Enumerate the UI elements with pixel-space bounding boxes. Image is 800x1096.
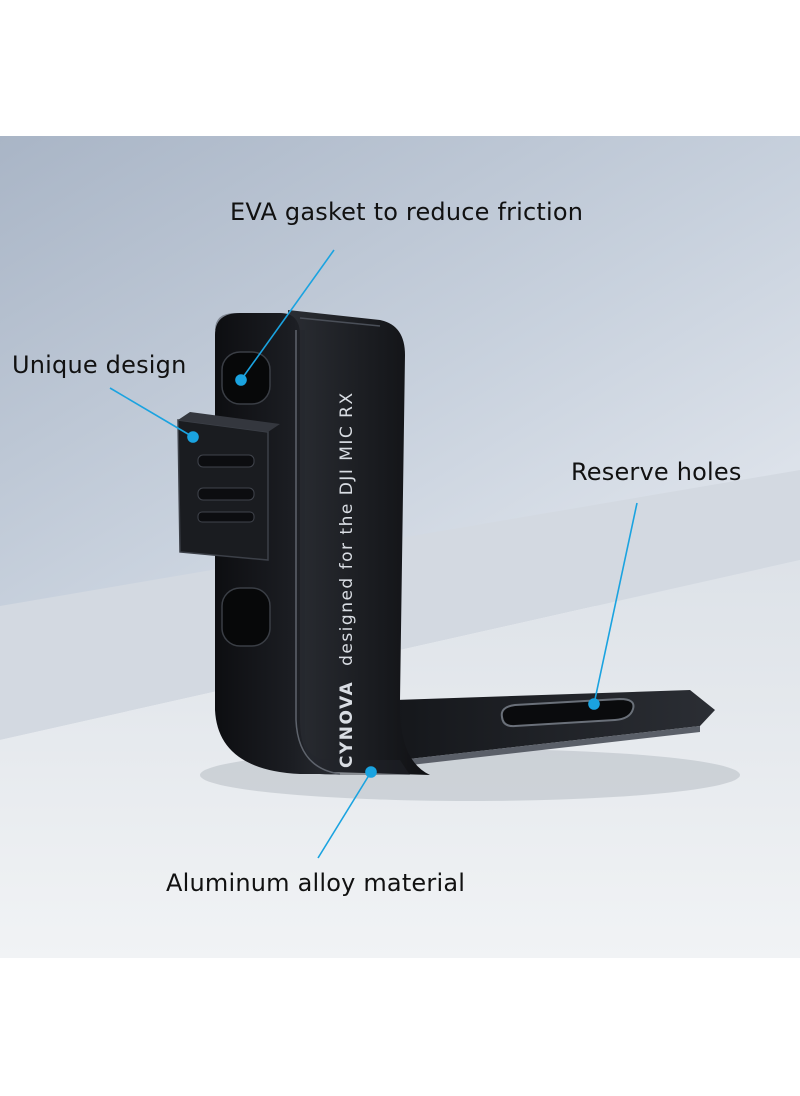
callout-dot-eva — [235, 374, 247, 386]
callout-dot-unique — [187, 431, 199, 443]
callout-line-alloy — [317, 771, 372, 859]
callout-eva-gasket: EVA gasket to reduce friction — [230, 198, 584, 226]
callout-dot-reserve — [588, 698, 600, 710]
callout-dot-alloy — [365, 766, 377, 778]
reserve-hole — [500, 697, 635, 728]
callout-unique-design: Unique design — [12, 351, 187, 379]
callout-line-eva — [240, 249, 335, 381]
callout-line-unique — [109, 387, 194, 438]
engraving: CYNOVA designed for the DJI MIC RX — [337, 391, 357, 768]
engraving-text: designed for the DJI MIC RX — [337, 391, 357, 666]
callout-reserve-holes: Reserve holes — [571, 458, 742, 486]
brand-logo: CYNOVA — [337, 681, 357, 768]
bracket-side — [288, 310, 430, 775]
svg-text:CYNOVA designed for th: CYNOVA designed for the DJI MIC RX — [337, 391, 357, 768]
callout-lines — [109, 249, 638, 859]
bracket-foot — [395, 690, 715, 760]
callout-line-reserve — [593, 502, 638, 705]
callout-aluminum-alloy: Aluminum alloy material — [166, 869, 466, 897]
bracket — [177, 310, 715, 775]
